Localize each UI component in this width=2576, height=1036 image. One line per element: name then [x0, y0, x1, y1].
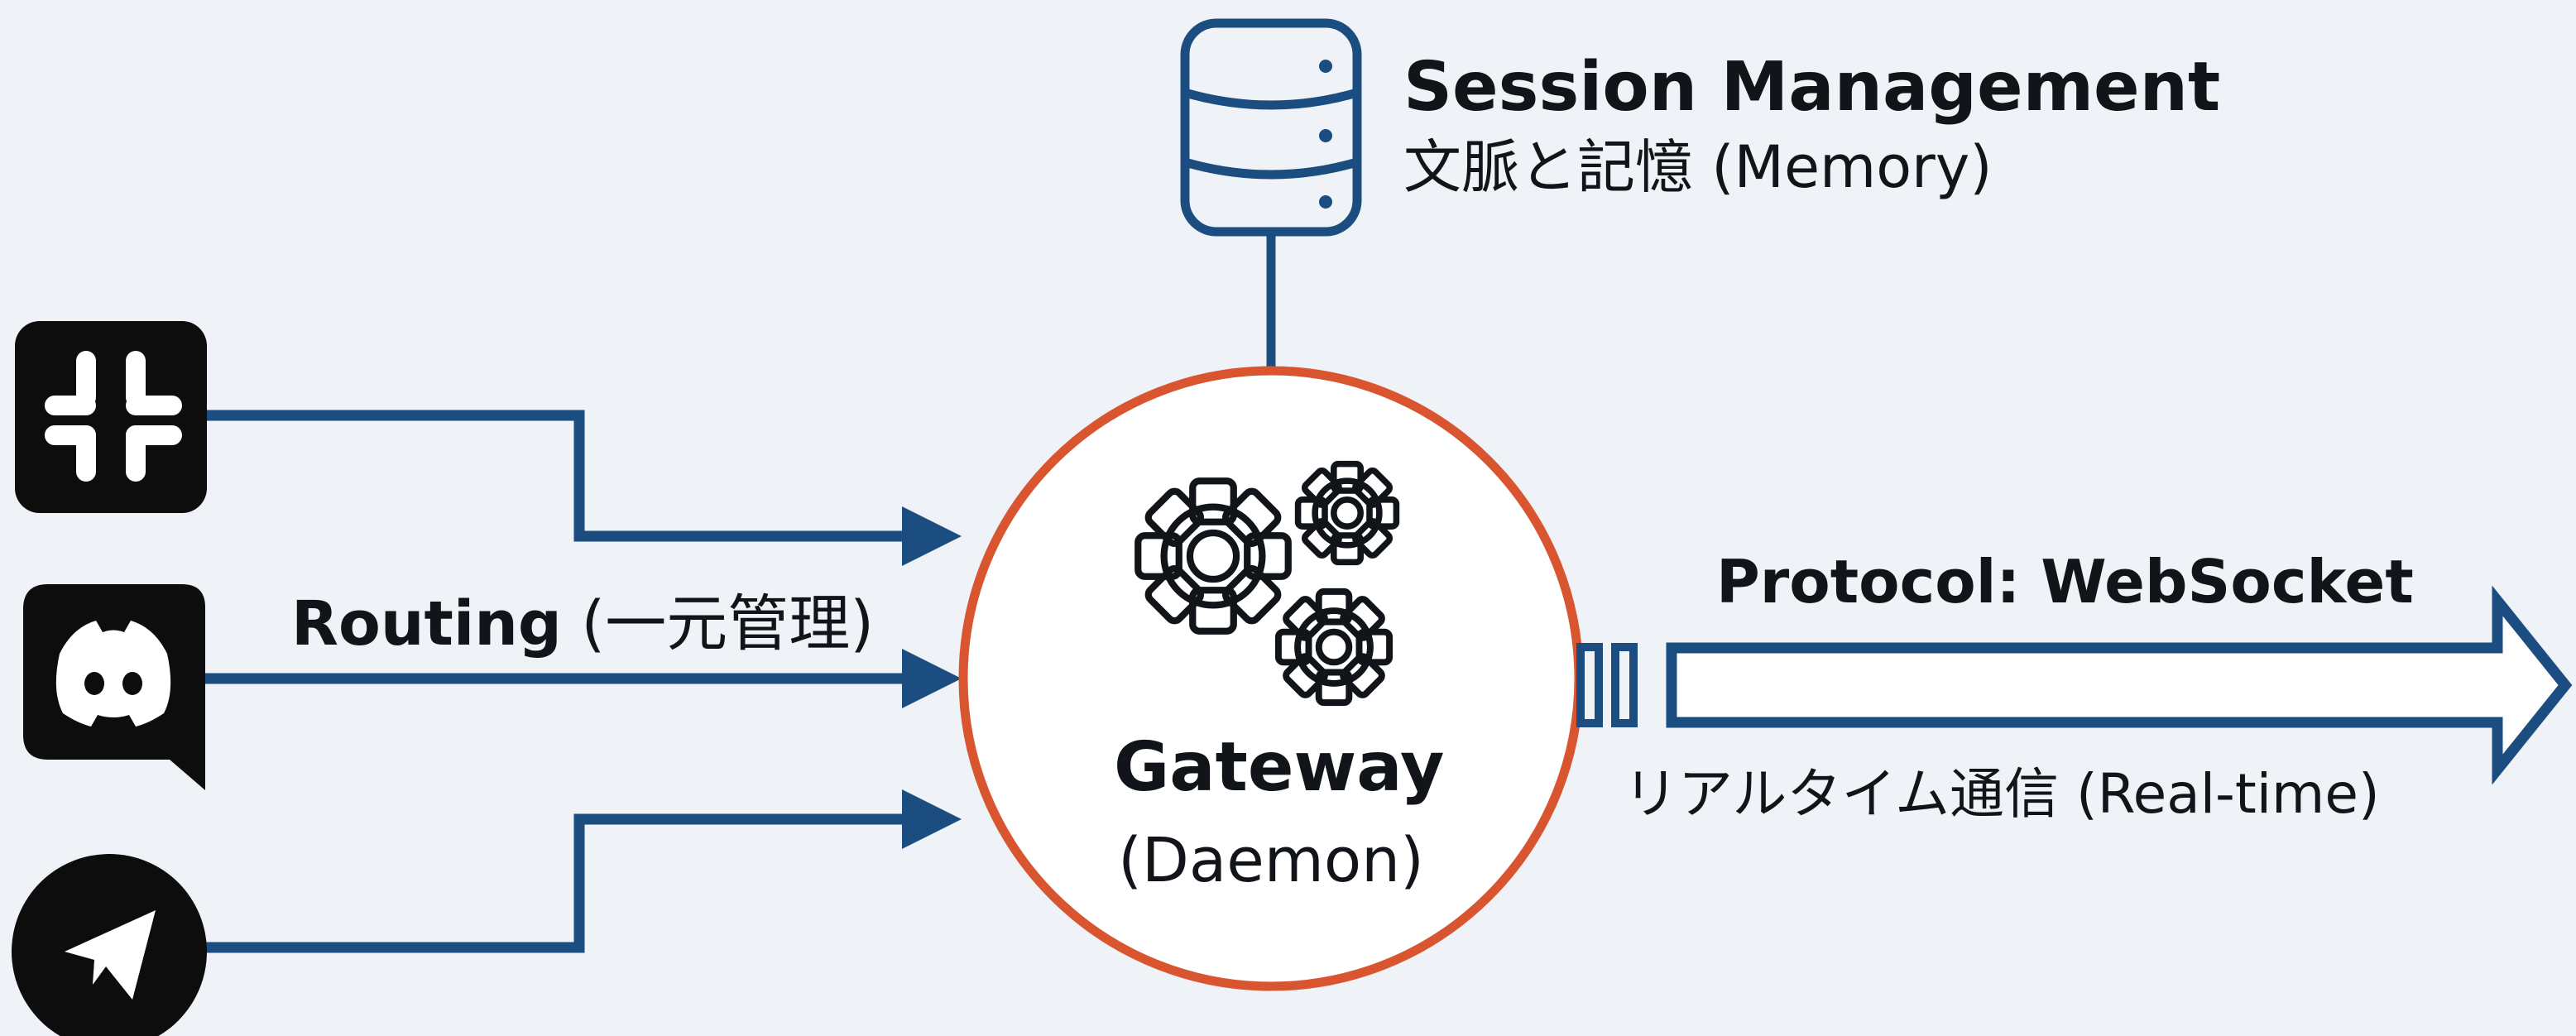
websocket-arrow — [1666, 585, 2573, 785]
slack-connector — [199, 410, 910, 542]
telegram-icon — [65, 910, 156, 1000]
slack-app-tile — [15, 321, 207, 513]
routing-label-en: Routing — [291, 588, 562, 659]
database-icon — [1180, 18, 1362, 371]
source-connectors — [199, 410, 910, 953]
routing-label: Routing (一元管理) — [291, 588, 874, 660]
discord-icon — [55, 621, 171, 727]
session-subtitle: 文脈と記憶 (Memory) — [1403, 133, 1993, 201]
session-title: Session Management — [1403, 48, 2221, 127]
protocol-title: Protocol: WebSocket — [1716, 547, 2414, 616]
protocol-subtitle: リアルタイム通信 (Real-time) — [1624, 762, 2380, 826]
database-led-dots — [1319, 60, 1332, 209]
telegram-app-tile — [12, 854, 207, 1036]
telegram-connector — [199, 813, 910, 953]
discord-arrowhead — [902, 649, 962, 708]
websocket-connector — [1576, 643, 1638, 727]
gateway-subtitle: (Daemon) — [1118, 825, 1424, 896]
telegram-arrowhead — [902, 789, 962, 849]
gears-icon — [1138, 464, 1396, 703]
slack-arrowhead — [902, 506, 962, 566]
discord-app-tile — [23, 584, 205, 790]
routing-label-jp: (一元管理) — [561, 588, 875, 659]
connector-arrowheads — [902, 506, 962, 849]
slack-icon — [45, 351, 182, 482]
gateway-title: Gateway — [1114, 728, 1445, 807]
